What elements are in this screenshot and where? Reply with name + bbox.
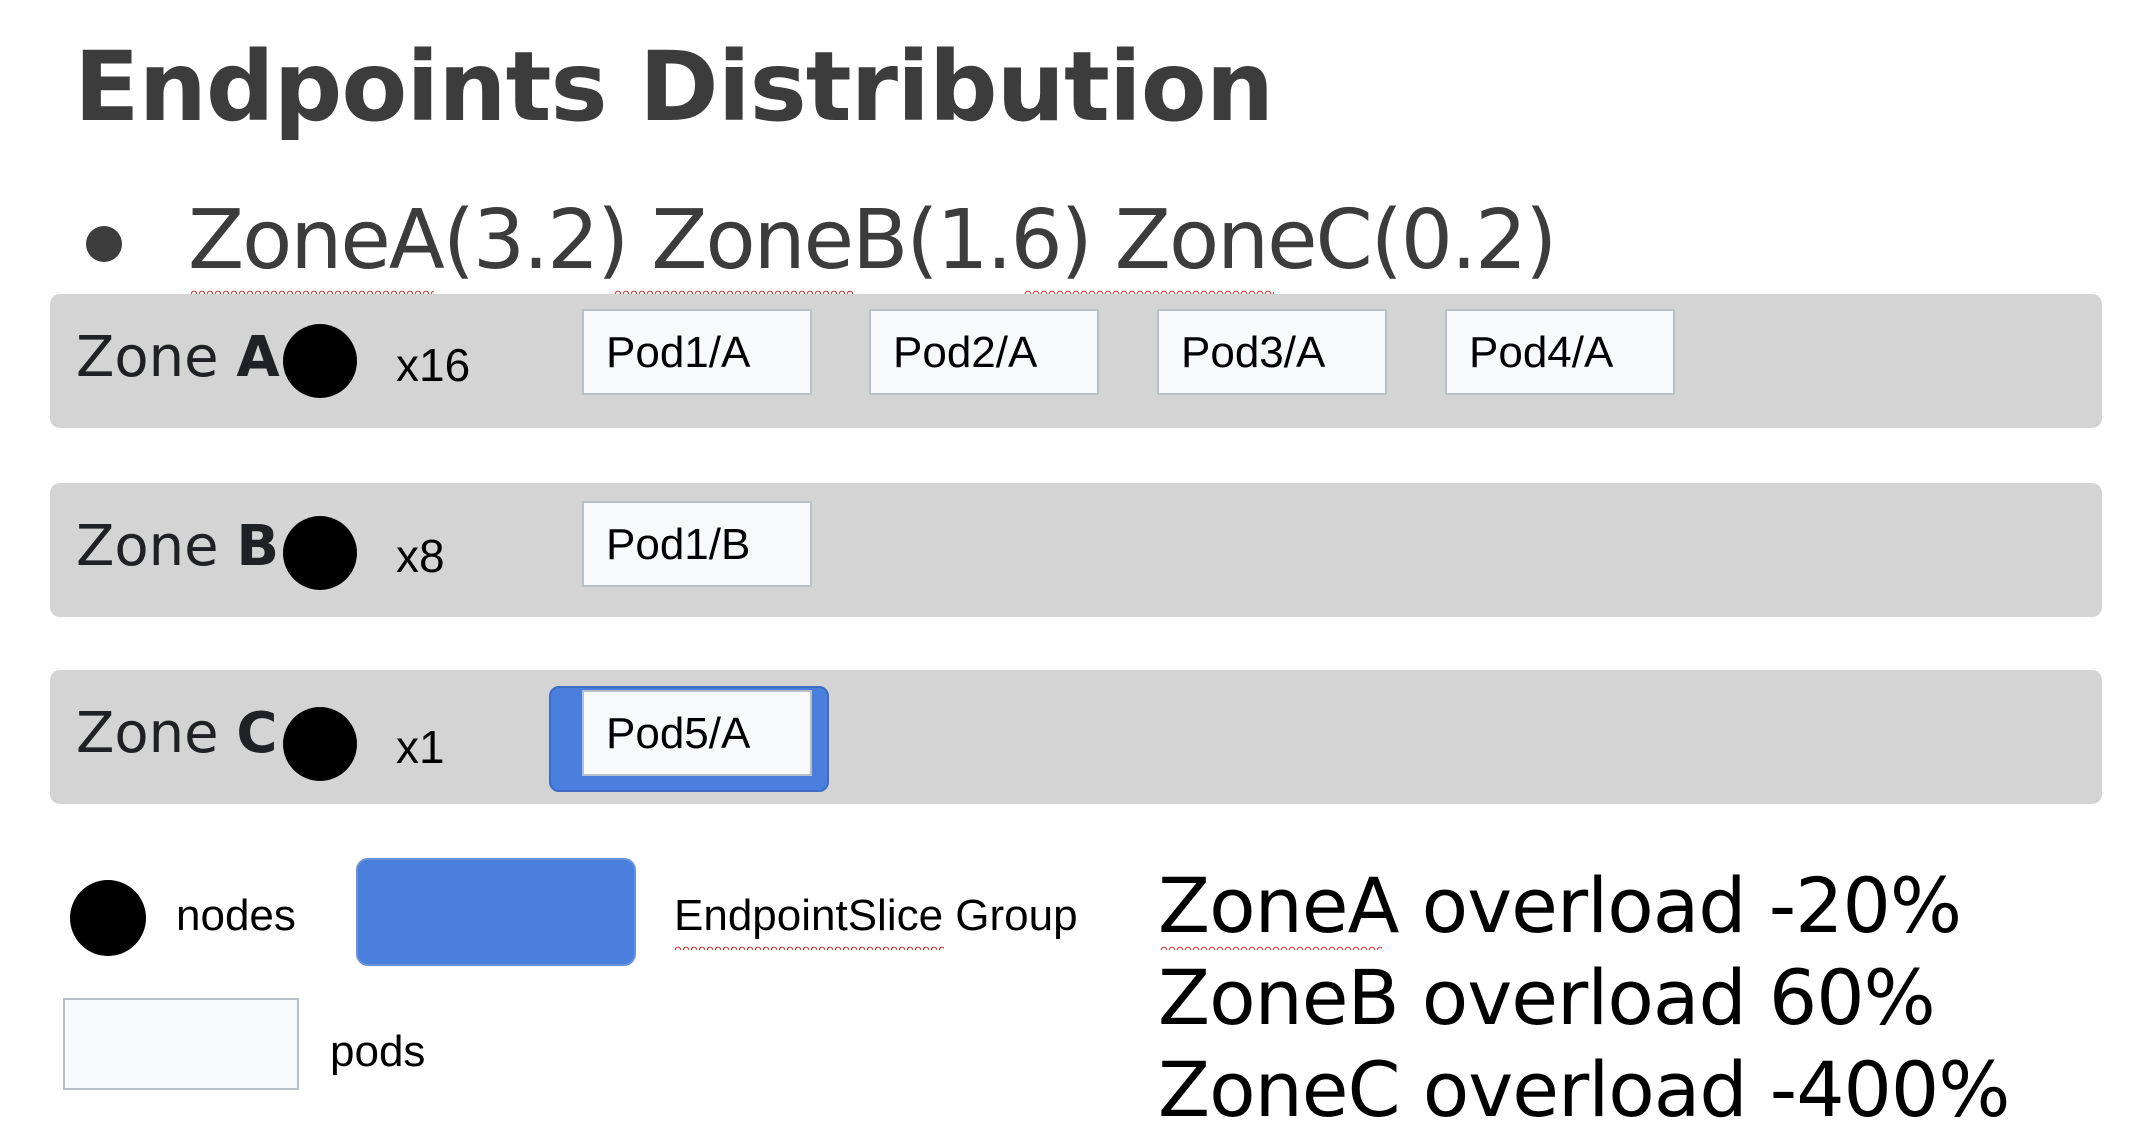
- zone-c-row: Zone C x1 Pod5/A: [50, 670, 2102, 804]
- legend-endpointslice-group-swatch: [356, 858, 636, 966]
- zone-c-node-count: x1: [396, 721, 445, 773]
- zone-a-row: Zone A x16 Pod1/A Pod2/A Pod3/A Pod4/A: [50, 294, 2102, 428]
- zone-weights-text: ZoneA(3.2) ZoneB(1.6) ZoneC(0.2): [188, 193, 1557, 288]
- node-icon: [283, 707, 357, 781]
- spellcheck-underline: [190, 288, 434, 294]
- legend-nodes-label: nodes: [176, 891, 296, 940]
- zone-a-node-count: x16: [396, 339, 471, 391]
- pod-box: Pod1/A: [582, 309, 812, 395]
- node-icon: [283, 324, 357, 398]
- zone-a-overload: ZoneA overload -20%: [1158, 861, 1962, 950]
- pod-box: Pod3/A: [1157, 309, 1387, 395]
- legend-pods-label: pods: [330, 1027, 426, 1076]
- pod-box: Pod5/A: [582, 690, 812, 776]
- spellcheck-underline: [1160, 944, 1382, 950]
- legend-group-label: EndpointSlice Group: [674, 891, 1078, 940]
- legend-pod-swatch: [63, 998, 299, 1090]
- zone-b-node-count: x8: [396, 530, 445, 582]
- pod-box: Pod4/A: [1445, 309, 1675, 395]
- spellcheck-underline: [1024, 288, 1274, 294]
- spellcheck-underline: [614, 288, 854, 294]
- spellcheck-underline: [674, 944, 944, 950]
- zone-c-label: Zone C: [76, 701, 278, 766]
- zone-c-overload: ZoneC overload -400%: [1158, 1045, 2010, 1134]
- zone-b-row: Zone B x8 Pod1/B: [50, 483, 2102, 617]
- zone-a-label: Zone A: [76, 325, 280, 390]
- pod-box: Pod2/A: [869, 309, 1099, 395]
- pod-box: Pod1/B: [582, 501, 812, 587]
- legend-node-icon: [70, 880, 146, 956]
- zone-b-label: Zone B: [76, 514, 280, 579]
- bullet-icon: [86, 226, 122, 262]
- zone-b-overload: ZoneB overload 60%: [1158, 953, 1936, 1042]
- node-icon: [283, 516, 357, 590]
- page-title: Endpoints Distribution: [74, 31, 1274, 143]
